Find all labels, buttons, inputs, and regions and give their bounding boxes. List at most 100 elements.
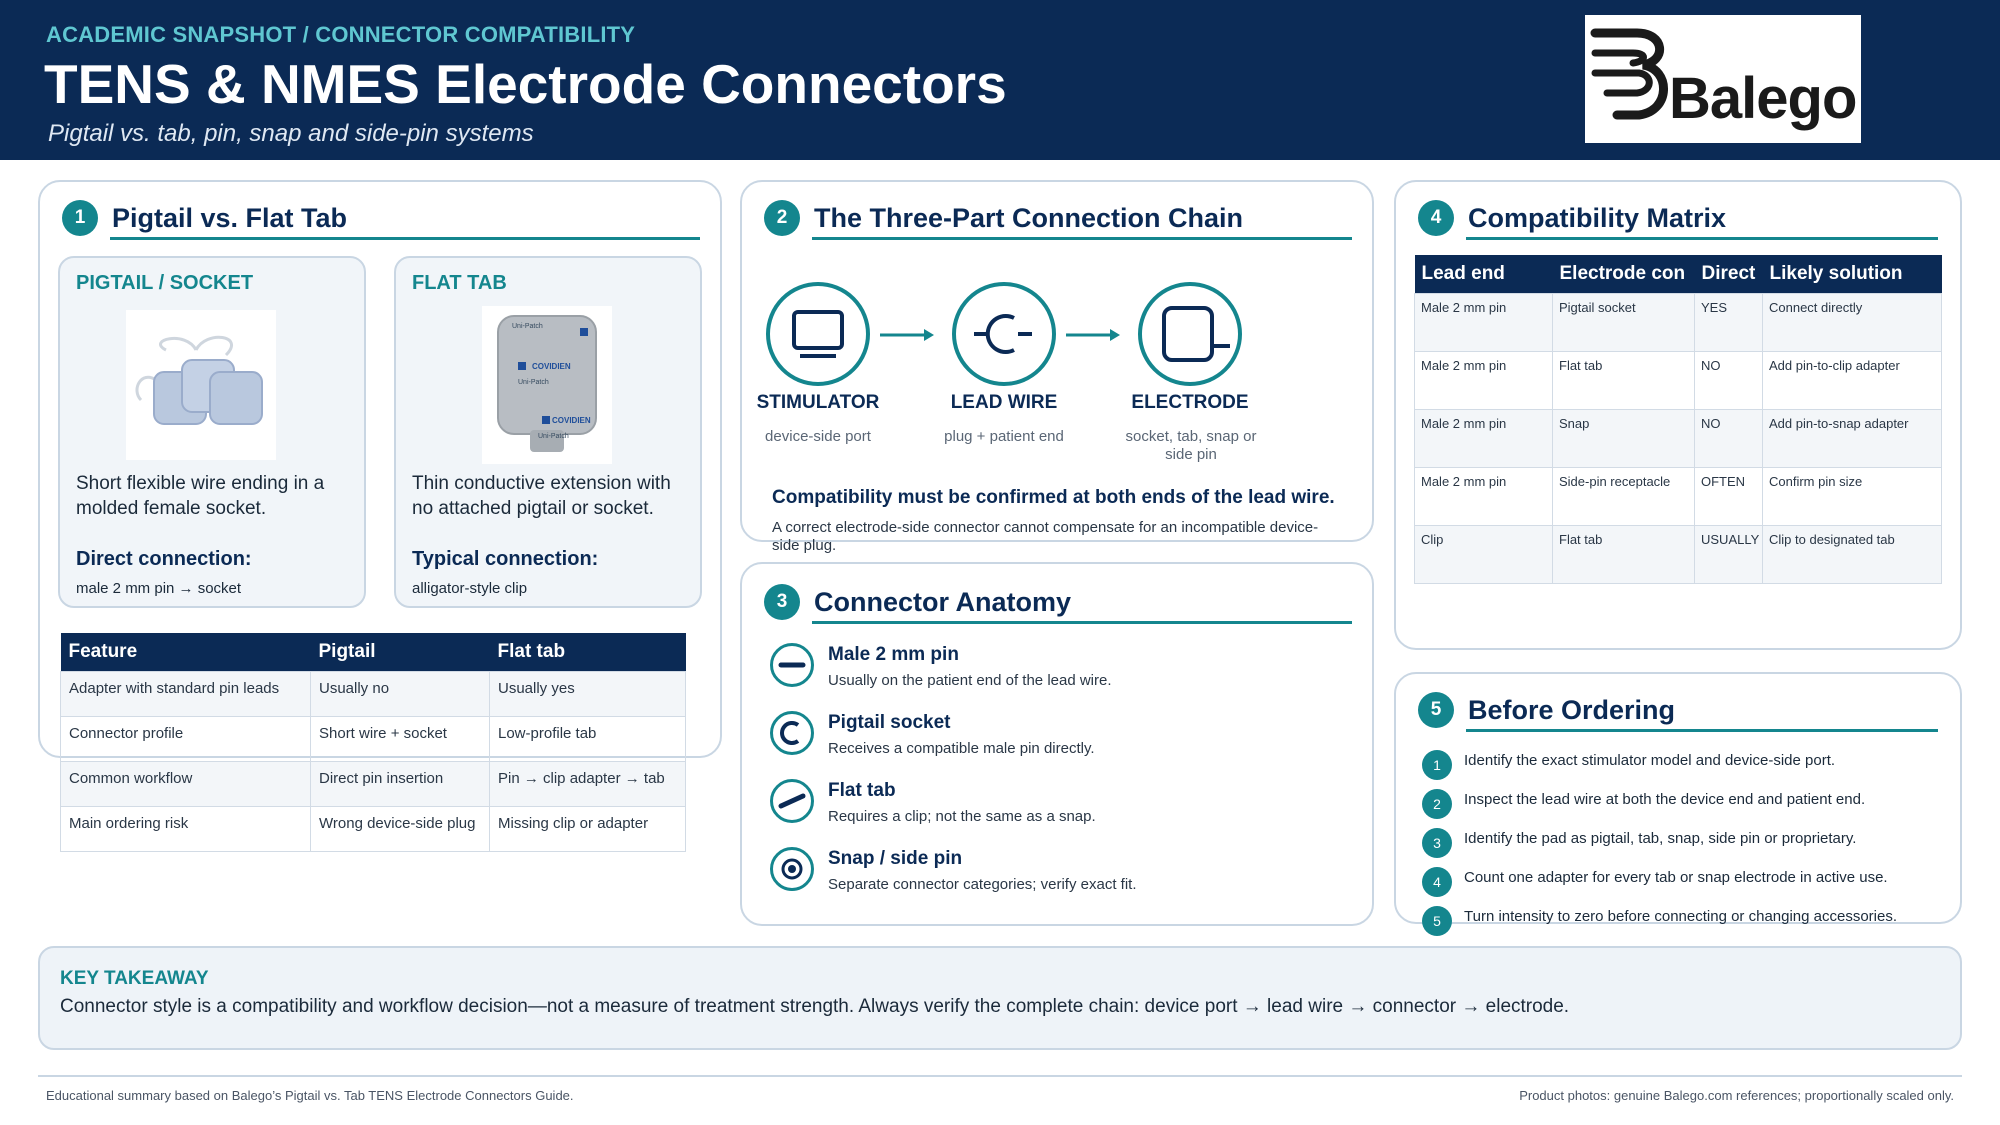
flat-tab-connection-label: Typical connection:: [412, 548, 599, 570]
pigtail-description: Short flexible wire ending in a molded f…: [76, 473, 325, 519]
table-row: Male 2 mm pin Pigtail socket YES Connect…: [1414, 292, 1942, 352]
table-cell: Pigtail socket: [1552, 292, 1695, 352]
table-cell: Direct pin insertion: [310, 761, 490, 807]
logo-wordmark: Balego: [1669, 66, 1857, 131]
section4-number: 4: [1418, 200, 1454, 236]
stimulator-node: [766, 282, 870, 386]
table-cell: Male 2 mm pin: [1414, 466, 1553, 526]
page-title: TENS & NMES Electrode Connectors: [44, 53, 1007, 115]
photo-text-2: COVIDIEN: [532, 362, 571, 371]
checklist-item: 3 Identify the pad as pigtail, tab, snap…: [1422, 828, 1856, 858]
step-text: Count one adapter for every tab or snap …: [1464, 869, 1888, 886]
anatomy-socket-title: Pigtail socket: [828, 712, 951, 733]
snap-icon: [781, 858, 803, 880]
step-number: 3: [1422, 828, 1452, 858]
table-cell: Wrong device-side plug: [310, 806, 490, 852]
section5-rule: [1466, 729, 1938, 732]
compatibility-note: A correct electrode-side connector canno…: [772, 519, 1319, 554]
table-header-cell: Likely solution: [1762, 255, 1942, 293]
pin-icon: [778, 662, 806, 668]
table-cell: Male 2 mm pin: [1414, 292, 1553, 352]
photo-text-5: Uni-Patch: [538, 433, 569, 440]
flat-tab-card: FLAT TAB Uni-Patch COVIDIEN Uni-Patch CO…: [394, 256, 702, 608]
table-cell: Flat tab: [1552, 350, 1695, 410]
section2-number: 2: [764, 200, 800, 236]
header-kicker: ACADEMIC SNAPSHOT / CONNECTOR COMPATIBIL…: [46, 22, 636, 47]
table-cell: Side-pin receptacle: [1552, 466, 1695, 526]
table-row: Clip Flat tab USUALLY Clip to designated…: [1414, 524, 1942, 584]
section3-number: 3: [764, 584, 800, 620]
checklist-item: 2 Inspect the lead wire at both the devi…: [1422, 789, 1865, 819]
table-cell: Low-profile tab: [489, 716, 686, 762]
table-cell: Snap: [1552, 408, 1695, 468]
table-row: Adapter with standard pin leads Usually …: [60, 671, 686, 717]
stimulator-label: STIMULATOR: [756, 392, 880, 413]
pigtail-connection-value: male 2 mm pin → socket: [76, 580, 242, 597]
table-header-cell: Lead end: [1414, 255, 1553, 293]
section-connector-anatomy: 3 Connector Anatomy Male 2 mm pin Usuall…: [740, 562, 1374, 926]
anatomy-socket-icon-wrap: [770, 711, 814, 755]
lead-wire-desc: plug + patient end: [944, 428, 1064, 445]
step-text: Inspect the lead wire at both the device…: [1464, 791, 1866, 808]
section1-number: 1: [62, 200, 98, 236]
section-connection-chain: 2 The Three-Part Connection Chain STIMUL…: [740, 180, 1374, 554]
footer-divider: [38, 1075, 1962, 1077]
table-cell: Main ordering risk: [60, 806, 311, 852]
footer-photo-note: Product photos: genuine Balego.com refer…: [1519, 1088, 1954, 1103]
table-row: Common workflow Direct pin insertion Pin…: [60, 761, 686, 807]
table-row: Main ordering risk Wrong device-side plu…: [60, 806, 686, 852]
section4-rule: [1466, 237, 1938, 240]
flat-tab-description: Thin conductive extension with no attach…: [412, 473, 671, 519]
section4-title: Compatibility Matrix: [1468, 202, 1727, 233]
checklist-item: 5 Turn intensity to zero before connecti…: [1422, 906, 1897, 936]
step-number: 2: [1422, 789, 1452, 819]
table-cell: Add pin-to-snap adapter: [1762, 408, 1942, 468]
photo-text-4: COVIDIEN: [552, 416, 591, 425]
electrode-label: ELECTRODE: [1131, 392, 1249, 413]
anatomy-tab-icon-wrap: [770, 779, 814, 823]
table-cell: Connector profile: [60, 716, 311, 762]
status-cell: YES: [1694, 292, 1763, 352]
table-cell: Add pin-to-clip adapter: [1762, 350, 1942, 410]
checklist-item: 1 Identify the exact stimulator model an…: [1422, 750, 1835, 780]
table-header-row: Feature Pigtail Flat tab: [60, 633, 686, 672]
anatomy-pin-title: Male 2 mm pin: [828, 644, 959, 665]
table-header-row: Lead end Electrode con Direct Likely sol…: [1414, 255, 1942, 293]
pigtail-connection-label: Direct connection:: [76, 548, 252, 570]
electrode-icon: [1162, 306, 1230, 362]
key-takeaway-box: KEY TAKEAWAY Connector style is a compat…: [38, 946, 1962, 1050]
lead-wire-icon: [974, 314, 1032, 354]
lead-wire-label: LEAD WIRE: [950, 392, 1058, 413]
table-cell: Flat tab: [1552, 524, 1695, 584]
step-text: Identify the exact stimulator model and …: [1464, 752, 1836, 769]
balego-logo-mark-icon: [1590, 28, 1668, 120]
table-cell: Clip to designated tab: [1762, 524, 1942, 584]
status-cell: NO: [1694, 350, 1763, 410]
section3-header: 3 Connector Anatomy: [764, 584, 1071, 620]
socket-icon: [780, 721, 800, 745]
table-header-cell: Pigtail: [310, 633, 490, 672]
anatomy-snap-title: Snap / side pin: [828, 848, 963, 869]
stimulator-desc: device-side port: [765, 428, 871, 445]
section-compatibility-matrix: 4 Compatibility Matrix Lead end Electrod…: [1394, 180, 1962, 650]
table-row: Male 2 mm pin Snap NO Add pin-to-snap ad…: [1414, 408, 1942, 468]
table-cell: Missing clip or adapter: [489, 806, 686, 852]
chain-arrow-icon: [880, 329, 934, 341]
anatomy-pin-desc: Usually on the patient end of the lead w…: [828, 672, 1112, 689]
table-cell: Short wire + socket: [310, 716, 490, 762]
table-header-cell: Feature: [60, 633, 311, 672]
section1-rule: [110, 237, 700, 240]
anatomy-snap-icon-wrap: [770, 847, 814, 891]
pigtail-title: PIGTAIL / SOCKET: [76, 272, 254, 294]
anatomy-tab-title: Flat tab: [828, 780, 896, 801]
anatomy-pin-icon-wrap: [770, 643, 814, 687]
table-cell: Confirm pin size: [1762, 466, 1942, 526]
section5-title: Before Ordering: [1468, 694, 1676, 725]
section3-title: Connector Anatomy: [814, 586, 1072, 617]
pigtail-electrode-icon: [135, 335, 263, 425]
header-banner: ACADEMIC SNAPSHOT / CONNECTOR COMPATIBIL…: [0, 0, 2000, 160]
table-cell: Clip: [1414, 524, 1553, 584]
status-cell: USUALLY: [1694, 524, 1763, 584]
section2-header: 2 The Three-Part Connection Chain: [764, 200, 1243, 236]
photo-text-3: Uni-Patch: [518, 379, 549, 386]
